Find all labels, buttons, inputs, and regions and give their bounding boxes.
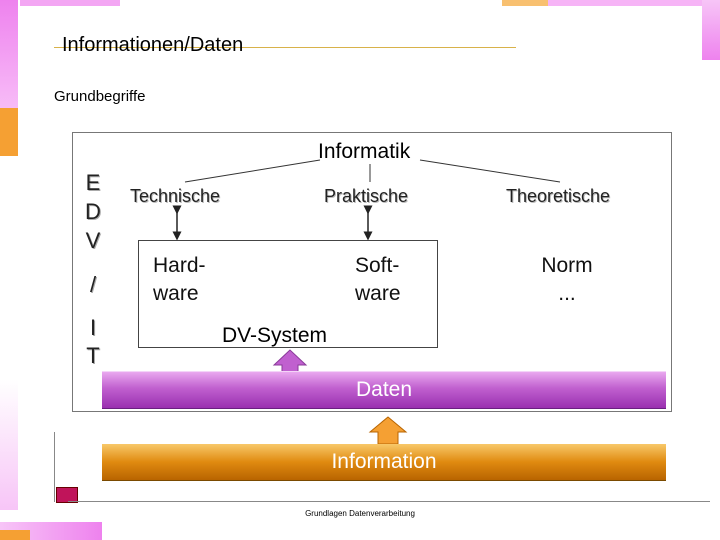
label-dv-system: DV-System xyxy=(222,324,328,347)
information-label: Information xyxy=(331,450,437,473)
vertical-letter-v: V xyxy=(85,228,101,253)
page-subtitle: Grundbegriffe xyxy=(54,88,146,105)
deco-bar-bottom-left-orange xyxy=(0,530,30,540)
label-hardware-line1: Hard- xyxy=(153,254,206,277)
label-software: Soft- ware xyxy=(355,252,401,308)
vertical-letter-d: D xyxy=(85,199,101,224)
vertical-letter-t: T xyxy=(86,343,100,368)
page-title: Informationen/Daten xyxy=(62,34,244,56)
tree-line-theoretische xyxy=(419,159,561,183)
label-norm: Norm ... xyxy=(538,252,596,308)
label-norm-line2: ... xyxy=(558,282,576,305)
label-software-line1: Soft- xyxy=(355,254,400,277)
label-technische: Technische xyxy=(130,186,221,206)
deco-bar-right-magenta xyxy=(702,0,720,60)
deco-bar-top-magenta xyxy=(20,0,120,6)
label-software-line2: ware xyxy=(355,282,401,305)
deco-square xyxy=(56,487,78,503)
deco-bar-top-orange xyxy=(502,0,548,6)
label-hardware-line2: ware xyxy=(153,282,199,305)
deco-bar-left-lower xyxy=(0,380,18,510)
label-praktische: Praktische xyxy=(324,186,409,206)
label-norm-line1: Norm xyxy=(541,254,593,277)
vertical-letter-i: I xyxy=(89,315,97,340)
label-theoretische: Theoretische xyxy=(506,186,611,206)
deco-vertical-line xyxy=(54,432,55,502)
footer-line xyxy=(68,501,710,502)
deco-bar-left-orange xyxy=(0,108,18,156)
tree-line-technische xyxy=(184,159,321,183)
diagram-frame xyxy=(72,132,672,412)
arrow-up-orange xyxy=(368,416,408,445)
dv-system-box xyxy=(138,240,438,348)
title-underline xyxy=(54,47,516,48)
deco-bar-top-right xyxy=(548,0,720,6)
label-informatik: Informatik xyxy=(318,140,411,163)
vertical-letter-e: E xyxy=(85,170,101,195)
label-hardware: Hard- ware xyxy=(153,252,206,308)
arrow-up-magenta xyxy=(272,349,308,373)
daten-label: Daten xyxy=(355,378,413,401)
vertical-letter-slash: / xyxy=(89,272,97,297)
daten-bar: Daten xyxy=(102,371,666,409)
footer-text: Grundlagen Datenverarbeitung xyxy=(305,509,415,518)
information-bar: Information xyxy=(102,444,666,481)
